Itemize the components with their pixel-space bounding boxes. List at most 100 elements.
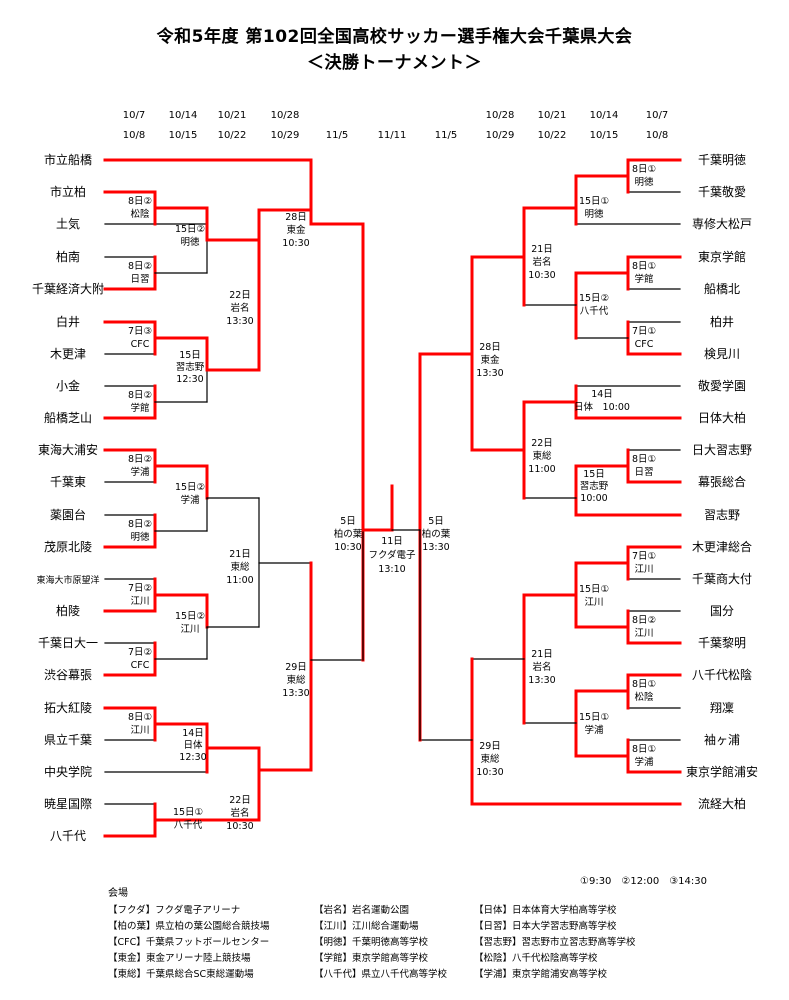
- team-name-right: 柏井: [710, 314, 734, 329]
- match-note-r_r3_a: 10:30: [528, 270, 555, 281]
- date-header: 10/29: [271, 130, 300, 141]
- date-header: 10/7: [646, 110, 668, 121]
- venue-legend-item: 【柏の葉】県立柏の葉公園総合競技場: [108, 921, 270, 932]
- match-note-r_r3_c: 21日: [531, 649, 553, 660]
- date-header: 10/8: [646, 130, 668, 141]
- venue-legend-item: 【習志野】習志野市立習志野高等学校: [474, 937, 636, 948]
- match-note-l_r3_c: 岩名: [230, 807, 249, 819]
- venue-legend-item: 【明徳】千葉明徳高等学校: [314, 937, 429, 948]
- match-note-r_r1_f: 江川: [634, 628, 653, 639]
- date-header: 10/22: [538, 130, 567, 141]
- date-header: 10/8: [123, 130, 145, 141]
- team-name-left: 千葉経済大附: [32, 281, 104, 296]
- match-note-l_r1_f: 明徳: [130, 531, 150, 543]
- team-name-right: 専修大松戸: [692, 216, 752, 231]
- venue-legend-item: 【松陰】八千代松陰高等学校: [474, 953, 598, 964]
- venue-legend-item: 【江川】江川総合運動場: [314, 921, 419, 932]
- team-name-left: 市立船橋: [44, 152, 92, 167]
- team-name-left: 柏南: [56, 249, 80, 264]
- match-note-r_r2_d: 10:00: [580, 493, 607, 504]
- match-note-l_r4_a: 28日: [285, 212, 307, 223]
- match-note-r_r1_d: 日習: [634, 467, 653, 478]
- team-name-right: 翔凜: [710, 700, 734, 715]
- match-note-l_r3_b: 東総: [230, 561, 250, 573]
- match-note-r_r2_e: 江川: [584, 597, 603, 608]
- match-note-l_r2_f: 八千代: [174, 820, 203, 831]
- match-note-l_r1_g: 7日②: [128, 583, 152, 594]
- team-name-right: 船橋北: [704, 282, 740, 296]
- match-note-r_r3_a: 21日: [531, 244, 553, 255]
- date-header: 10/22: [218, 130, 247, 141]
- team-name-left: 船橋芝山: [44, 410, 92, 425]
- match-note-l_r3_a: 13:30: [226, 316, 253, 327]
- venue-legend-item: 【フクダ】フクダ電子アリーナ: [108, 905, 241, 916]
- match-note-r_semi: 13:30: [422, 542, 449, 553]
- match-note-l_r1_e: 学浦: [130, 466, 150, 478]
- match-note-r_r4_a: 東金: [480, 354, 500, 366]
- match-note-r_r1_f: 8日②: [632, 615, 656, 626]
- match-note-l_r1_h: CFC: [131, 660, 150, 671]
- match-note-l_r3_b: 21日: [229, 549, 251, 560]
- match-note-r_r3_c: 岩名: [532, 661, 551, 673]
- team-name-left: 千葉日大一: [38, 636, 98, 650]
- venue-legend-item: 【八千代】県立八千代高等学校: [314, 969, 448, 980]
- match-note-r_r3_b: 22日: [531, 438, 553, 449]
- match-note-l_r3_c: 22日: [229, 795, 251, 806]
- match-note-l_r2_a: 明徳: [180, 236, 200, 248]
- team-name-right: 日大習志野: [692, 443, 752, 457]
- team-name-left: 市立柏: [50, 184, 86, 199]
- match-note-l_r3_b: 11:00: [226, 575, 253, 586]
- match-note-l_semi: 柏の葉: [334, 528, 363, 540]
- time-slot-legend: ①9:30 ②12:00 ③14:30: [580, 876, 707, 887]
- date-header-final: 11/11: [378, 130, 407, 141]
- team-name-left: 土気: [56, 216, 80, 231]
- match-note-l_r2_d: 江川: [180, 624, 199, 635]
- match-note-l_r2_f: 15日①: [173, 807, 203, 818]
- match-note-r_r2_a: 明徳: [584, 208, 604, 220]
- match-note-l_r4_b: 13:30: [282, 688, 309, 699]
- team-name-right: 袖ヶ浦: [704, 732, 740, 747]
- team-name-left: 渋谷幕張: [44, 668, 92, 682]
- team-name-left: 中央学院: [44, 764, 92, 779]
- team-name-left: 県立千葉: [44, 732, 92, 747]
- match-note-r_r1_a: 8日①: [632, 164, 656, 175]
- date-header: 10/14: [169, 110, 198, 121]
- venue-legend-item: 【CFC】千葉県フットボールセンター: [108, 937, 270, 948]
- match-note-l_r2_e: 日体: [183, 739, 203, 751]
- match-note-r_r4_a: 28日: [479, 342, 501, 353]
- match-note-r_r2_a: 15日①: [579, 196, 609, 207]
- match-note-l_r1_b: 日習: [130, 274, 149, 285]
- match-note-r_r1_h: 8日①: [632, 744, 656, 755]
- date-header: 10/14: [590, 110, 619, 121]
- match-note-r_r1_b: 8日①: [632, 261, 656, 272]
- match-note-r_r2_c: 日体 10:00: [574, 401, 630, 413]
- venue-legend-item: 【学館】東京学館高等学校: [314, 953, 429, 964]
- team-name-right: 習志野: [704, 508, 740, 522]
- team-name-right: 敬愛学園: [698, 378, 746, 393]
- match-note-r_r1_g: 8日①: [632, 679, 656, 690]
- match-note-r_r4_b: 10:30: [476, 767, 503, 778]
- team-name-left: 柏陵: [56, 603, 80, 618]
- team-name-left: 薬園台: [50, 507, 86, 522]
- match-note-l_r2_c: 学浦: [180, 494, 200, 506]
- match-note-r_r3_b: 11:00: [528, 464, 555, 475]
- team-name-right: 千葉商大付: [692, 571, 752, 586]
- date-header: 10/21: [538, 110, 567, 121]
- match-note-r_semi: 柏の葉: [422, 528, 451, 540]
- match-note-l_r2_a: 15日②: [175, 224, 205, 235]
- match-note-l_semi: 5日: [340, 516, 356, 527]
- team-name-right: 八千代松陰: [692, 668, 752, 682]
- match-note-r_r2_b: 八千代: [580, 306, 609, 317]
- match-note-r_r1_g: 松陰: [634, 691, 654, 703]
- page-subtitle: ＜決勝トーナメント＞: [307, 53, 482, 73]
- match-note-l_r1_c: 7日③: [128, 326, 152, 337]
- match-note-l_r2_b: 15日: [179, 350, 201, 361]
- date-header: 10/29: [486, 130, 515, 141]
- team-name-left: 拓大紅陵: [44, 701, 92, 715]
- match-note-l_r2_b: 12:30: [176, 374, 203, 385]
- match-note-l_r4_a: 東金: [286, 224, 306, 236]
- venue-legend-item: 【学浦】東京学館浦安高等学校: [474, 969, 608, 980]
- team-name-left: 千葉東: [50, 475, 86, 489]
- match-note-r_semi: 5日: [428, 516, 444, 527]
- team-name-right: 東京学館: [698, 249, 746, 264]
